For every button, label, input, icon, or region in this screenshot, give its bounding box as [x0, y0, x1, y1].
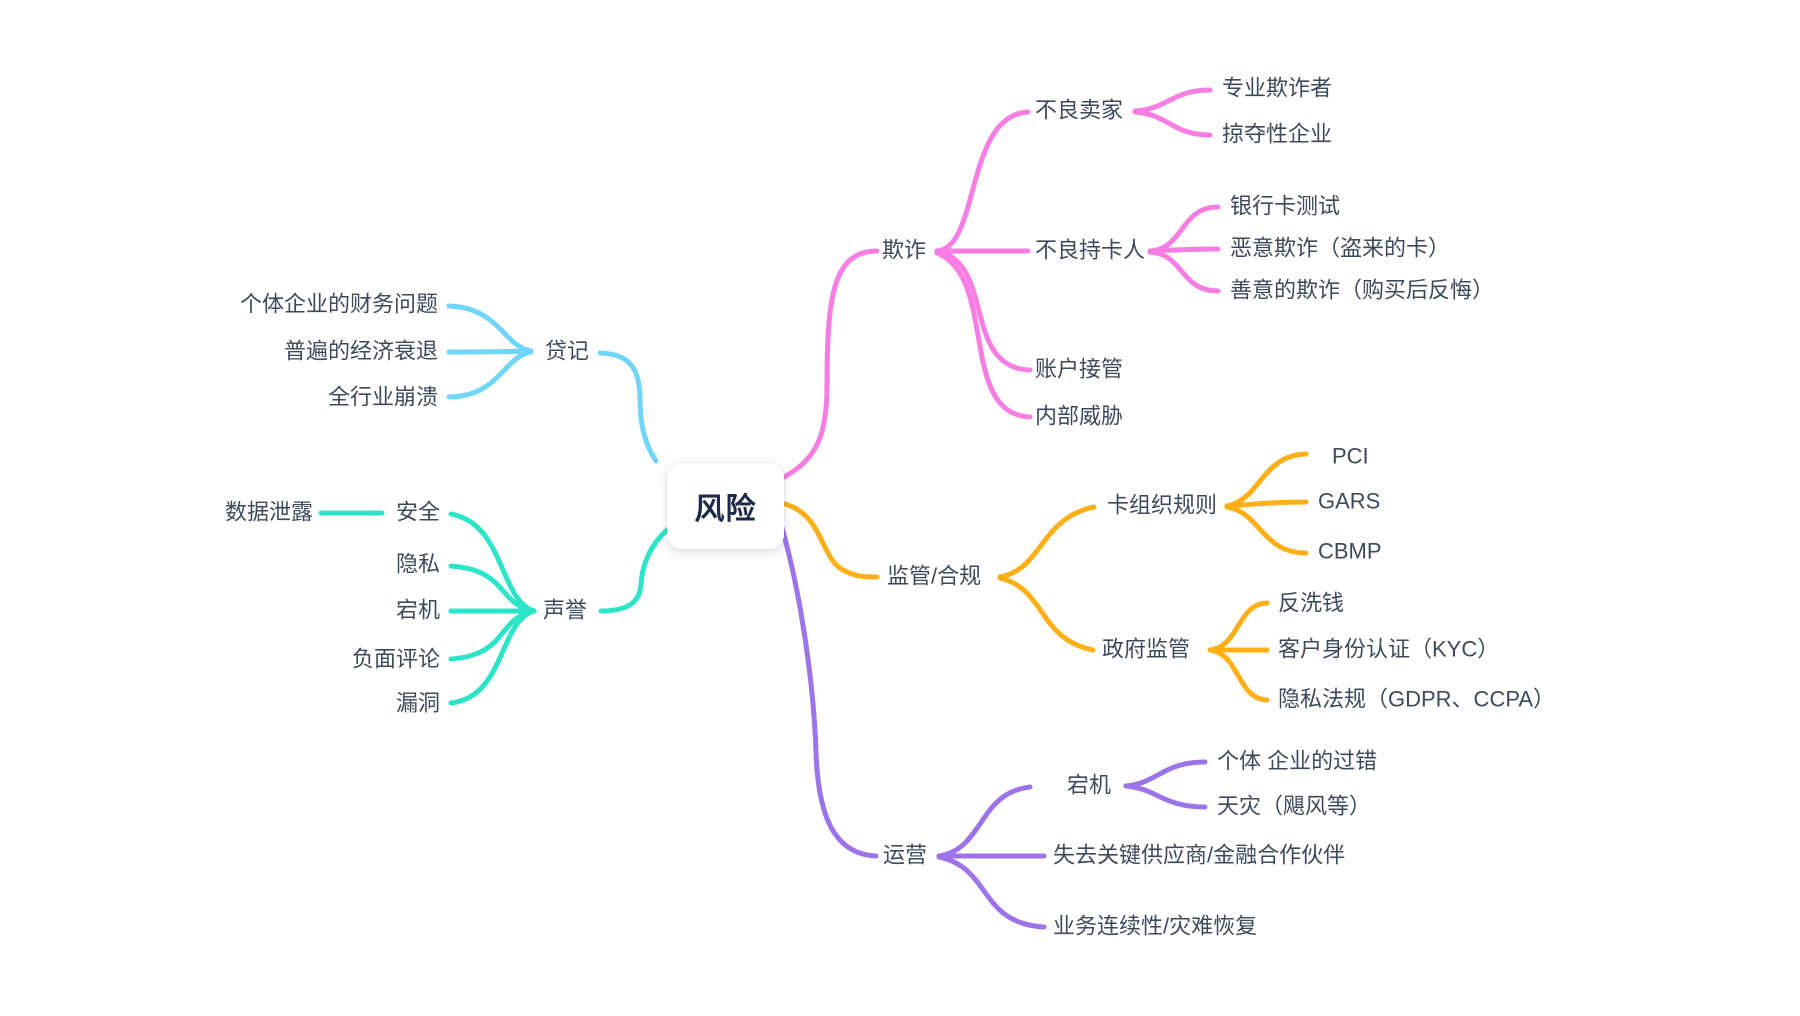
edge-card-rules-pci — [1224, 451, 1309, 509]
edge-card-rules-gars — [1224, 499, 1309, 509]
node-friendly-fraud[interactable]: 善意的欺诈（购买后反悔） — [1230, 277, 1495, 303]
edge-reputation-security — [448, 511, 537, 614]
node-professional-fraudsters[interactable]: 专业欺诈者 — [1222, 75, 1333, 101]
node-kyc[interactable]: 客户身份认证（KYC） — [1278, 636, 1500, 662]
edge-downtime-natural-disaster — [1123, 783, 1208, 810]
node-vulnerabilities[interactable]: 漏洞 — [395, 690, 440, 716]
node-insider-threat[interactable]: 内部威胁 — [1035, 403, 1124, 429]
edge-credit-individual-financial — [446, 303, 534, 354]
edge-cardholders-malicious — [1147, 246, 1221, 254]
node-security[interactable]: 安全 — [395, 499, 440, 525]
edge-root-credit — [597, 350, 659, 464]
edge-fraud-account-takeover — [934, 248, 1033, 373]
node-losing-key-suppliers[interactable]: 失去关键供应商/金融合作伙伴 — [1053, 842, 1346, 868]
node-individual-financial-problems[interactable]: 个体企业的财务问题 — [239, 291, 438, 317]
edge-government-aml — [1207, 600, 1270, 653]
node-individual-business-fault[interactable]: 个体 企业的过错 — [1217, 748, 1378, 774]
node-downtime-operations[interactable]: 宕机 — [1067, 772, 1112, 798]
node-government-regulation[interactable]: 政府监管 — [1102, 636, 1191, 662]
edge-cardholders-friendly — [1147, 249, 1221, 294]
edge-downtime-individual-fault — [1123, 759, 1208, 789]
node-negative-reviews[interactable]: 负面评论 — [351, 646, 440, 672]
edge-credit-industry-collapse — [446, 349, 534, 400]
edge-reputation-privacy — [448, 563, 537, 614]
node-cbmp[interactable]: CBMP — [1318, 538, 1382, 564]
node-anti-money-laundering[interactable]: 反洗钱 — [1278, 590, 1345, 616]
edge-reputation-vulnerabilities — [448, 608, 537, 706]
edge-bad-sellers-predatory — [1132, 109, 1213, 138]
root-node[interactable]: 风险 — [667, 463, 784, 549]
node-natural-disaster[interactable]: 天灾（飓风等） — [1217, 793, 1372, 819]
node-operations[interactable]: 运营 — [883, 842, 928, 868]
node-gars[interactable]: GARS — [1318, 488, 1381, 514]
edge-cardholders-card-testing — [1147, 204, 1221, 254]
edge-regulation-government — [997, 575, 1096, 653]
node-predatory-business[interactable]: 掠夺性企业 — [1222, 121, 1333, 147]
node-bad-cardholders[interactable]: 不良持卡人 — [1035, 237, 1146, 263]
node-industry-collapse[interactable]: 全行业崩溃 — [327, 384, 438, 410]
edge-root-fraud — [781, 248, 880, 480]
edge-fraud-insider-threat — [934, 250, 1033, 420]
node-privacy-regulations[interactable]: 隐私法规（GDPR、CCPA） — [1278, 686, 1556, 712]
node-privacy[interactable]: 隐私 — [395, 551, 440, 577]
edge-root-operations — [779, 525, 879, 859]
edge-operations-continuity — [936, 854, 1047, 930]
edge-bad-sellers-professional — [1132, 87, 1213, 114]
edge-fraud-bad-sellers — [934, 109, 1031, 254]
node-data-breach[interactable]: 数据泄露 — [224, 499, 313, 525]
node-fraud[interactable]: 欺诈 — [882, 237, 927, 263]
node-card-network-rules[interactable]: 卡组织规则 — [1107, 492, 1218, 518]
node-pci[interactable]: PCI — [1332, 443, 1369, 469]
edge-regulation-card-rules — [997, 504, 1097, 580]
node-reputation[interactable]: 声誉 — [543, 597, 588, 623]
node-bad-sellers[interactable]: 不良卖家 — [1035, 97, 1124, 123]
edge-root-reputation — [598, 527, 670, 614]
node-economic-downturn[interactable]: 普遍的经济衰退 — [283, 338, 438, 364]
node-malicious-fraud[interactable]: 恶意欺诈（盗来的卡） — [1230, 235, 1451, 261]
node-downtime-reputation[interactable]: 宕机 — [395, 597, 440, 623]
edge-root-regulation — [782, 501, 880, 580]
edge-card-rules-cbmp — [1224, 504, 1309, 556]
edge-credit-economic-downturn — [446, 348, 534, 355]
node-business-continuity[interactable]: 业务连续性/灾难恢复 — [1053, 913, 1258, 939]
edge-operations-downtime — [936, 784, 1033, 859]
node-regulation-compliance[interactable]: 监管/合规 — [887, 563, 982, 589]
root-node-label: 风险 — [694, 493, 757, 526]
node-credit[interactable]: 贷记 — [545, 338, 590, 364]
edge-government-privacy-regs — [1207, 647, 1270, 703]
node-account-takeover[interactable]: 账户接管 — [1035, 356, 1124, 382]
node-card-testing[interactable]: 银行卡测试 — [1230, 193, 1341, 219]
